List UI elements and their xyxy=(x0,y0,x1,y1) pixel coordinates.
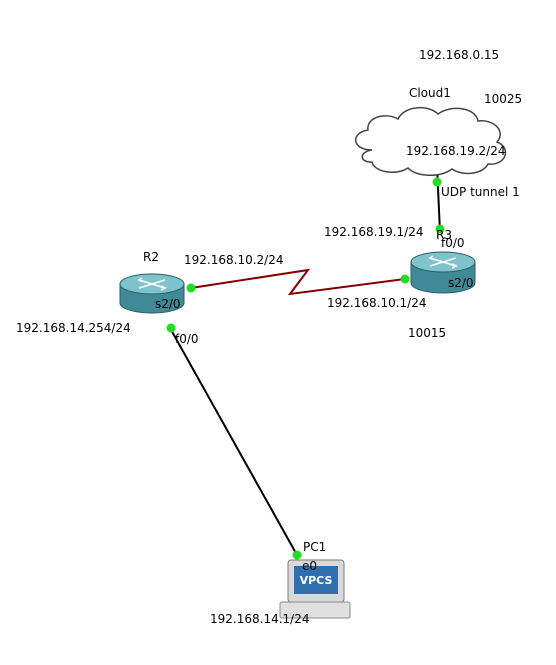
port-dot-pc1-e0[interactable] xyxy=(292,550,302,560)
cloud-ip-label: 192.168.0.15 xyxy=(419,48,499,62)
r2-s2-ip-label: 192.168.10.2/24 xyxy=(184,253,283,267)
r3-name-label: R3 xyxy=(436,228,452,242)
cloud-inner-ip-label: 192.168.19.2/24 xyxy=(406,144,505,158)
pc1-name-label: PC1 xyxy=(303,540,326,554)
router-r3[interactable] xyxy=(410,251,476,294)
port-dot-r3-f0[interactable] xyxy=(435,224,445,234)
pc1-e0-port-label: e0 xyxy=(302,559,317,573)
cloud-icon xyxy=(355,107,507,176)
r3-s2-ip-label: 192.168.10.1/24 xyxy=(327,296,426,310)
monitor-screen xyxy=(294,566,338,594)
r3-port-number-label: 10015 xyxy=(408,326,446,340)
router-arrows-icon xyxy=(428,255,458,269)
pc1-ip-label: 192.168.14.1/24 xyxy=(210,612,309,626)
port-dot-r2-s2[interactable] xyxy=(186,283,196,293)
monitor-stand xyxy=(279,601,351,619)
router-arrows-icon xyxy=(137,277,167,291)
r3-f0-port-label: f0/0 xyxy=(441,236,465,250)
port-dot-cloud[interactable] xyxy=(432,177,442,187)
router-r2[interactable] xyxy=(119,273,185,314)
link-cloud-r3[interactable] xyxy=(436,165,441,233)
pc-screen-label: VPCS xyxy=(300,574,333,587)
r2-f0-ip-label: 192.168.14.254/24 xyxy=(16,321,131,335)
port-dot-r3-s2[interactable] xyxy=(400,274,410,284)
link-r2-r3-serial[interactable] xyxy=(190,268,406,296)
cloud-port-label: 10025 xyxy=(484,92,522,106)
pc1-node[interactable]: VPCS xyxy=(279,559,351,619)
cloud-name-label: Cloud1 xyxy=(409,86,451,100)
r3-s2-port-label: s2/0 xyxy=(448,276,474,290)
udp-tunnel-label: UDP tunnel 1 xyxy=(441,185,520,199)
r2-f0-port-label: f0/0 xyxy=(175,332,199,346)
cloud1-node[interactable] xyxy=(355,107,507,176)
r2-s2-port-label: s2/0 xyxy=(155,297,181,311)
port-dot-r2-f0[interactable] xyxy=(166,323,176,333)
r3-f0-ip-label: 192.168.19.1/24 xyxy=(324,225,423,239)
link-r2-pc1[interactable] xyxy=(169,327,298,556)
r2-name-label: R2 xyxy=(143,250,159,264)
